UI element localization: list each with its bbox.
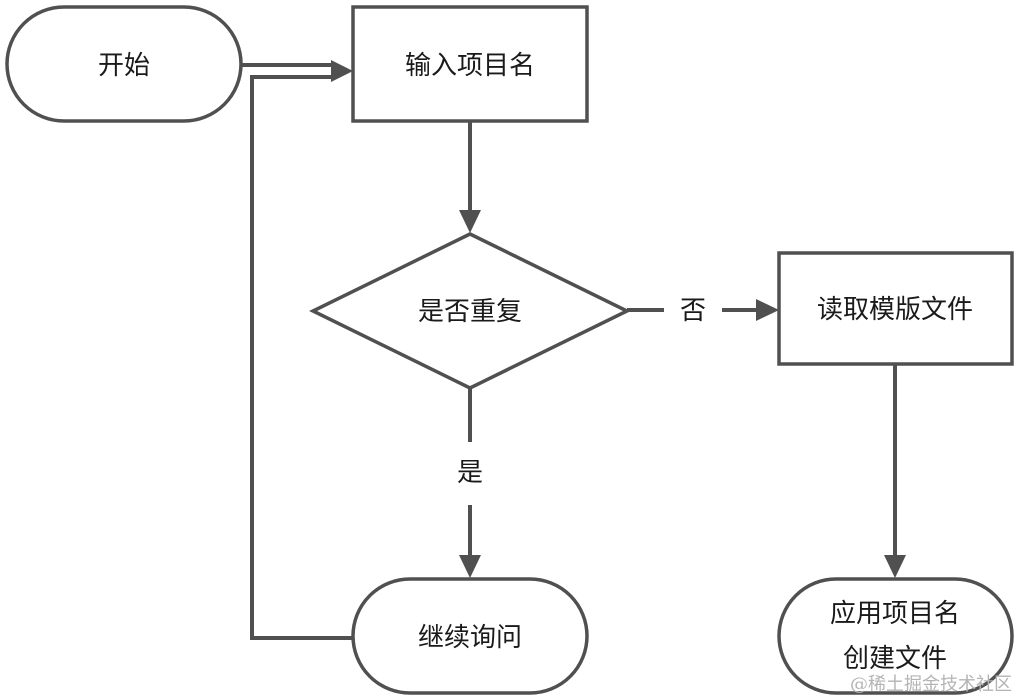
node-read-template: 读取模版文件 xyxy=(777,251,1014,366)
start-label: 开始 xyxy=(98,51,150,81)
continue-ask-terminal-shape xyxy=(351,577,589,695)
arrow-into-read-template xyxy=(756,299,779,321)
arrow-into-apply xyxy=(884,555,906,578)
apply-name-terminal-shape xyxy=(777,577,1014,695)
arrow-into-decision xyxy=(459,210,481,233)
arrow-into-continue xyxy=(459,555,481,578)
input-name-label: 输入项目名 xyxy=(405,51,535,81)
edge-label-no: 否 xyxy=(680,296,706,326)
read-template-process-shape xyxy=(777,251,1014,366)
node-input-name: 输入项目名 xyxy=(351,5,589,123)
node-is-duplicate: 是否重复 xyxy=(309,232,631,390)
read-template-label: 读取模版文件 xyxy=(817,295,973,325)
apply-name-label-line1: 应用项目名 xyxy=(830,599,960,629)
start-terminal-shape xyxy=(5,5,243,123)
continue-ask-label: 继续询问 xyxy=(418,623,522,653)
is-duplicate-decision-shape xyxy=(309,232,631,390)
node-start: 开始 xyxy=(5,5,243,123)
edge-label-yes: 是 xyxy=(457,458,483,488)
watermark-text: @稀土掘金技术社区 xyxy=(850,674,1012,695)
edges xyxy=(241,60,906,640)
is-duplicate-label: 是否重复 xyxy=(418,297,522,327)
edge-continue-to-input xyxy=(250,75,353,640)
node-continue-ask: 继续询问 xyxy=(351,577,589,695)
input-name-process-shape xyxy=(351,5,589,123)
arrow-into-input xyxy=(331,60,353,82)
apply-name-label-line2: 创建文件 xyxy=(843,644,947,674)
node-apply-name: 应用项目名 创建文件 xyxy=(777,577,1014,695)
